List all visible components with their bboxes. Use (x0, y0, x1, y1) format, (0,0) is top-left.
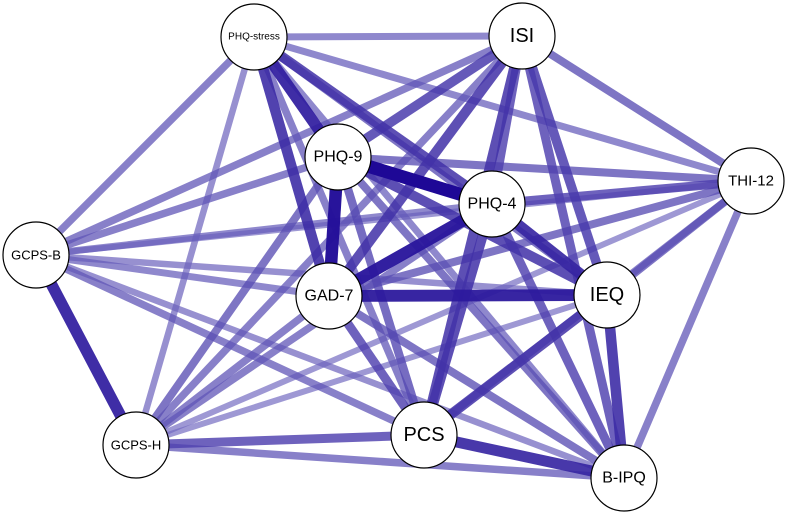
node-gcps-b[interactable]: GCPS-B (2, 221, 70, 289)
edge-thi-12-b-ipq (620, 179, 755, 480)
edge-gcps-b-phq-9 (34, 153, 340, 259)
edge-isi-b-ipq (517, 34, 629, 480)
node-pcs[interactable]: PCS (390, 401, 458, 469)
node-gcps-b-label: GCPS-B (11, 248, 61, 263)
node-phq-stress-circle (220, 3, 288, 71)
edge-gcps-h-phq-stress (132, 36, 258, 446)
edge-phq-stress-phq-4 (251, 32, 495, 209)
edge-isi-ieq (517, 34, 612, 297)
edge-gcps-h-thi-12 (134, 178, 753, 448)
node-ieq-circle (573, 261, 641, 329)
node-phq-4[interactable]: PHQ-4 (458, 170, 526, 238)
node-phq-9-circle (304, 123, 372, 191)
node-gcps-h-circle (102, 411, 170, 479)
node-phq-4-circle (458, 170, 526, 238)
edge-gcps-b-phq-4 (35, 200, 493, 259)
node-phq-9[interactable]: PHQ-9 (304, 123, 372, 191)
node-b-ipq-circle (590, 444, 658, 512)
node-gcps-h[interactable]: GCPS-H (102, 411, 170, 479)
edge-isi-gad-7 (324, 33, 527, 299)
edge-isi-phq-9 (335, 32, 525, 161)
node-b-ipq[interactable]: B-IPQ (590, 444, 658, 512)
node-phq-stress-label: PHQ-stress (228, 32, 280, 43)
node-gad-7[interactable]: GAD-7 (295, 262, 363, 330)
edge-layer (30, 32, 755, 484)
edge-ieq-pcs (420, 291, 611, 439)
node-isi[interactable]: ISI (488, 2, 556, 70)
edge-phq-9-b-ipq (335, 154, 627, 481)
node-gad-7-label: GAD-7 (305, 288, 354, 305)
node-isi-label: ISI (510, 25, 534, 47)
node-b-ipq-label: B-IPQ (602, 470, 646, 487)
edge-gcps-h-ieq (135, 292, 608, 448)
edge-phq-9-thi-12 (337, 153, 752, 185)
edge-gcps-b-isi (34, 32, 524, 259)
node-gcps-b-circle (2, 221, 70, 289)
edge-gcps-h-pcs (135, 430, 425, 450)
node-phq-stress[interactable]: PHQ-stress (220, 3, 288, 71)
node-pcs-circle (390, 401, 458, 469)
node-pcs-label: PCS (403, 424, 444, 446)
node-thi-12-label: THI-12 (728, 173, 774, 190)
edge-gad-7-b-ipq (326, 292, 627, 482)
node-ieq-label: IEQ (590, 284, 624, 306)
node-thi-12-circle (717, 147, 785, 215)
node-gcps-h-label: GCPS-H (111, 438, 162, 453)
node-gad-7-circle (295, 262, 363, 330)
edge-pcs-b-ipq (422, 429, 626, 484)
node-ieq[interactable]: IEQ (573, 261, 641, 329)
edge-phq-4-pcs (419, 202, 497, 437)
edge-gcps-b-phq-stress (33, 34, 257, 258)
node-isi-circle (488, 2, 556, 70)
edge-gcps-b-b-ipq (34, 251, 626, 482)
edge-phq-stress-gad-7 (248, 35, 335, 298)
edge-gcps-h-b-ipq (135, 441, 625, 482)
edge-phq-4-thi-12 (491, 176, 752, 209)
node-phq-4-label: PHQ-4 (468, 196, 517, 213)
node-phq-9-label: PHQ-9 (314, 149, 363, 166)
edge-phq-stress-isi (253, 32, 523, 41)
node-thi-12[interactable]: THI-12 (717, 147, 785, 215)
edge-gcps-b-pcs (34, 251, 426, 439)
edge-isi-thi-12 (519, 32, 754, 185)
edge-gcps-h-gad-7 (133, 293, 332, 448)
edge-gad-7-ieq (328, 289, 608, 302)
edge-gcps-b-gcps-h (30, 252, 142, 448)
